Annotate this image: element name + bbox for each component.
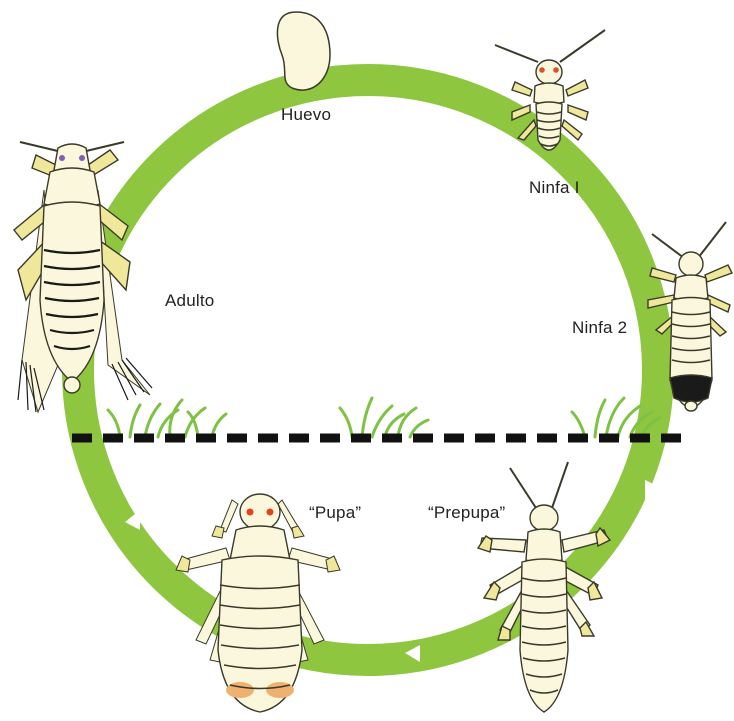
grass-tufts (108, 398, 660, 437)
label-ninfa-2: Ninfa 2 (572, 318, 627, 337)
label-huevo: Huevo (281, 105, 331, 124)
prepupa-illustration (478, 462, 610, 712)
arrow-icon (170, 105, 188, 125)
egg-illustration (277, 12, 330, 90)
arrow-icon (645, 480, 662, 500)
arrow-icon (631, 183, 648, 200)
grass-tuft-center (340, 398, 428, 437)
label-adulto: Adulto (165, 291, 214, 310)
label-prepupa: “Prepupa” (428, 503, 506, 522)
label-ninfa-1: Ninfa I (529, 178, 580, 197)
grass-tuft-left (108, 400, 226, 437)
arrow-icon (432, 38, 446, 54)
label-pupa: “Pupa” (309, 503, 361, 522)
